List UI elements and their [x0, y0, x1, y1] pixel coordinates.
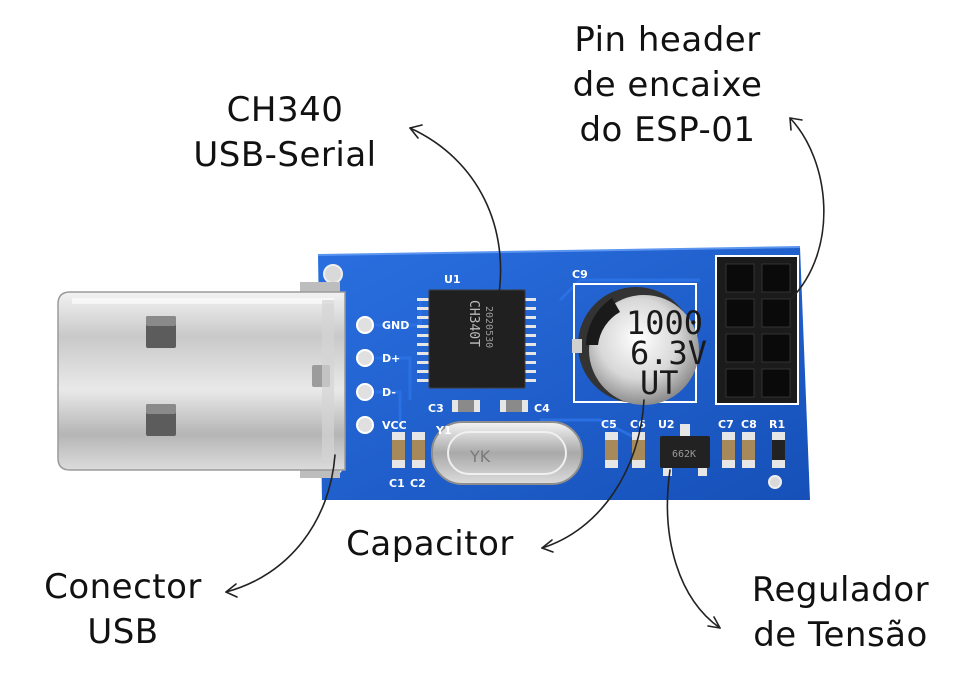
usb-pin-pads — [356, 316, 374, 434]
cap-marking-2: 6.3V — [630, 334, 707, 372]
silk-r1: R1 — [769, 418, 785, 431]
silk-c2: C2 — [410, 477, 426, 490]
label-regulador-line1: Regulador — [751, 570, 930, 610]
silk-c4: C4 — [534, 402, 550, 415]
ch340-chip: CH340T 2020530 — [417, 289, 536, 389]
label-conector-line2: USB — [87, 611, 159, 652]
esp01-pin-header — [715, 255, 799, 405]
label-pin-header-line2: de encaixe — [572, 64, 763, 105]
silk-c5: C5 — [601, 418, 617, 431]
chip-marking-2: 2020530 — [483, 306, 494, 348]
silk-c9: C9 — [572, 268, 588, 281]
label-capacitor-line1: Capacitor — [346, 524, 514, 564]
label-capacitor: Capacitor — [325, 522, 535, 567]
silk-u2: U2 — [658, 418, 675, 431]
silk-y1: Y1 — [435, 424, 452, 437]
smd-components-c7-c8-r1 — [722, 432, 785, 468]
label-pin-header: Pin header de encaixe do ESP-01 — [545, 18, 790, 153]
label-ch340-line2: USB-Serial — [193, 134, 377, 175]
silk-u1: U1 — [444, 273, 461, 286]
label-conector-line1: Conector — [44, 567, 202, 607]
silk-gnd: GND — [382, 319, 409, 332]
silk-c7: C7 — [718, 418, 734, 431]
silk-dminus: D- — [382, 386, 396, 399]
smd-capacitors-c3-c4 — [452, 400, 528, 412]
label-regulador: Regulador de Tensão — [728, 568, 953, 658]
label-pin-header-line1: Pin header — [574, 20, 761, 60]
label-conector-usb: Conector USB — [18, 565, 228, 655]
electrolytic-capacitor: 1000 6.3V UT — [572, 283, 707, 405]
smd-capacitors-c1-c2 — [392, 432, 425, 468]
cap-marking-1: 1000 — [626, 304, 703, 342]
label-ch340: CH340 USB-Serial — [180, 88, 390, 178]
label-pin-header-line3: do ESP-01 — [579, 109, 756, 150]
silk-c6: C6 — [630, 418, 646, 431]
usb-connector — [57, 282, 346, 478]
silk-c3: C3 — [428, 402, 444, 415]
arrow-conector-usb — [225, 454, 336, 593]
crystal-y1: YK — [431, 421, 583, 485]
silk-c1: C1 — [389, 477, 405, 490]
cap-marking-3: UT — [640, 364, 679, 402]
silk-c8: C8 — [741, 418, 757, 431]
arrow-ch340 — [409, 127, 502, 301]
voltage-regulator: 662K — [660, 424, 710, 476]
chip-marking-1: CH340T — [466, 300, 481, 347]
mounting-hole — [323, 264, 343, 284]
arrow-capacitor — [541, 399, 645, 549]
label-regulador-line2: de Tensão — [753, 614, 928, 655]
arrow-pin-header — [789, 117, 825, 301]
mounting-hole — [768, 475, 782, 489]
regulator-marking: 662K — [672, 449, 696, 460]
svg-text:YK: YK — [469, 447, 491, 466]
silk-vcc: VCC — [382, 419, 407, 432]
arrow-regulador — [666, 469, 721, 629]
label-ch340-line1: CH340 — [226, 90, 344, 130]
silk-dplus: D+ — [382, 352, 400, 365]
